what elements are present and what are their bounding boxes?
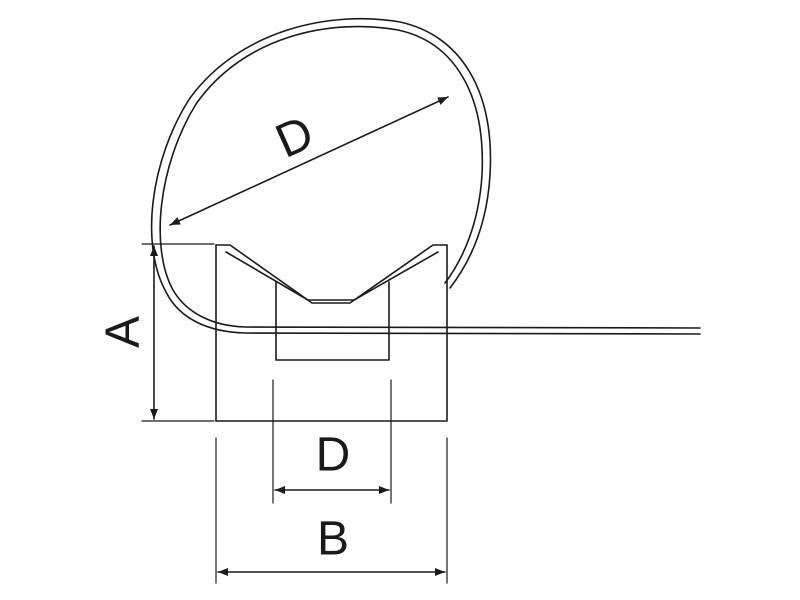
label-width-b: B <box>317 513 349 566</box>
v-groove-outer <box>215 244 448 304</box>
label-diameter-slot: D <box>316 429 351 482</box>
inner-slot <box>275 281 390 361</box>
wire-loop-inner <box>159 25 701 329</box>
saddle-block <box>215 244 448 422</box>
label-height-a: A <box>97 316 150 348</box>
v-groove-inner <box>225 251 439 301</box>
wire-loop-outer <box>150 17 701 335</box>
diameter-d-arrow <box>169 96 449 226</box>
